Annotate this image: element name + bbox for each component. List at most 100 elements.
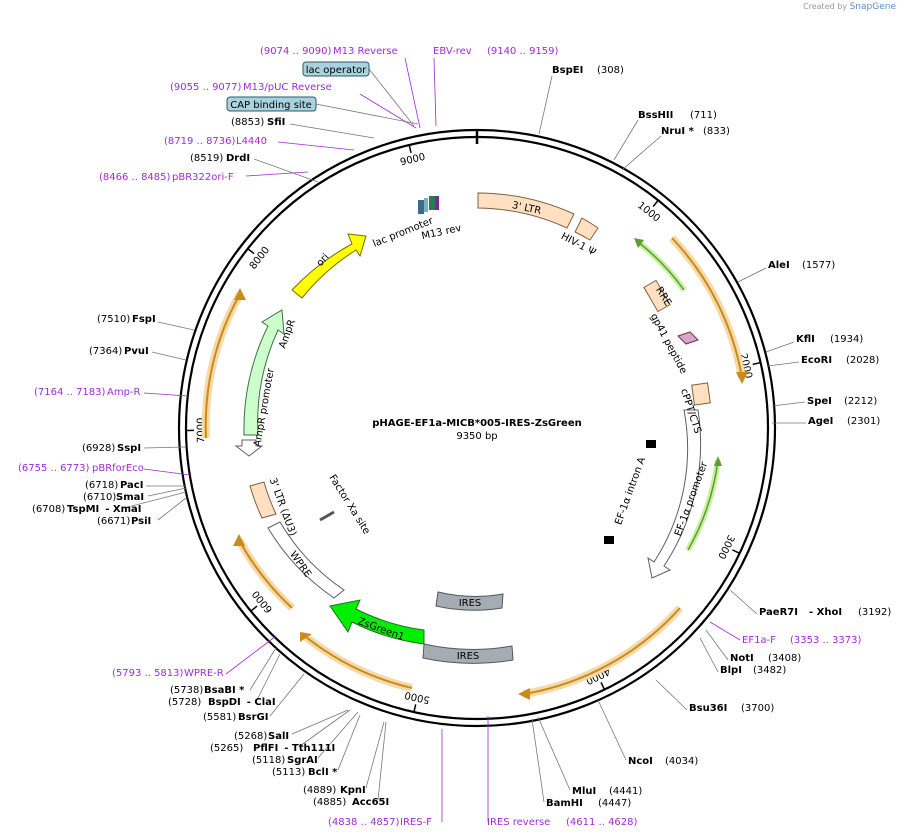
leader-line: [225, 635, 277, 675]
enzyme-position: (2212): [844, 396, 877, 407]
enzyme-site: PaeR7I: [759, 607, 798, 618]
enzyme-position: (711): [690, 110, 717, 121]
leader-line: [123, 491, 187, 509]
tick-mark: [652, 199, 659, 207]
enzyme-site: KpnI: [340, 785, 366, 796]
boxed-features: [226, 61, 370, 112]
primer-range: (9140 .. 9159): [487, 46, 559, 57]
enzyme-site: Acc65I: [352, 797, 389, 808]
enzyme-position: (6718): [85, 480, 118, 491]
enzyme-site: BspDI: [208, 697, 241, 708]
leader-line: [613, 119, 639, 161]
primer-label: IRES-F: [400, 817, 432, 828]
leader-line: [368, 68, 415, 127]
enzyme-position: (3700): [741, 703, 774, 714]
enzyme-position: (4447): [598, 798, 631, 809]
primer-label: IRES reverse: [487, 817, 550, 828]
enzyme-position: (3408): [768, 653, 801, 664]
enzyme-position: (3482): [753, 665, 786, 676]
leader-line: [537, 716, 571, 791]
tick-mark: [600, 682, 606, 690]
primer-range: (3353 .. 3373): [790, 635, 862, 646]
leader-line: [157, 497, 187, 521]
tick-mark: [732, 549, 740, 554]
enzyme-site: NotI: [730, 653, 754, 664]
enzyme-position: (4889): [303, 785, 336, 796]
enzyme-site: SpeI: [807, 396, 832, 407]
primer-range: (9074 .. 9090): [260, 46, 332, 57]
leader-line: [705, 629, 729, 661]
leader-line: [709, 621, 741, 641]
enzyme-site: Bsu36I: [689, 703, 727, 714]
leader-line: [771, 401, 806, 407]
leader-line: [699, 637, 719, 673]
enzyme-position: (5268): [234, 731, 267, 742]
orf-arcs: [201, 235, 748, 700]
feature-ires-label: IRES: [459, 598, 482, 609]
primer-label: Amp-R: [107, 387, 141, 398]
enzyme-position: (2301): [847, 416, 880, 427]
primer-range: (4838 .. 4857): [328, 817, 400, 828]
enzyme-position: (7510): [97, 314, 130, 325]
text-layer: pHAGE-EF1a-MICB*005-IRES-ZsGreen 9350 bp B…: [18, 46, 891, 828]
enzyme-site: BlpI: [720, 665, 742, 676]
credit-prefix: Created by: [803, 2, 848, 11]
label-leaders: [123, 57, 806, 822]
leader-line: [315, 103, 419, 125]
enzyme-site: PsiI: [131, 516, 151, 527]
feature-factor-xa-label: Factor Xa site: [326, 473, 371, 537]
enzyme-position: (5728): [168, 697, 201, 708]
enzyme-site: AleI: [768, 260, 790, 271]
enzyme-position: (4885): [313, 797, 346, 808]
leader-line: [299, 709, 351, 747]
leader-line: [433, 57, 437, 127]
tick-mark: [250, 605, 258, 612]
enzyme-position: (4441): [609, 786, 642, 797]
lac-operator-label: lac operator: [306, 65, 367, 76]
leader-line: [404, 57, 421, 129]
leader-line: [253, 158, 319, 183]
feature-arrows: [234, 192, 711, 664]
tick-mark: [752, 361, 761, 366]
enzyme-site: BsrGI: [238, 712, 268, 723]
enzyme-position: (833): [703, 126, 730, 137]
enzyme-site: BspEI: [552, 65, 583, 76]
plasmid-name: pHAGE-EF1a-MICB*005-IRES-ZsGreen: [372, 418, 582, 429]
primer-range: (8719 .. 8736): [164, 136, 236, 147]
leader-line: [143, 446, 187, 449]
leader-line: [147, 487, 187, 497]
tick-label: 7000: [196, 418, 207, 444]
primer-range: (6755 .. 6773): [18, 463, 90, 474]
enzyme-position: (5118): [252, 755, 285, 766]
primer-label: WPRE-R: [184, 668, 224, 679]
cap-binding-site-label: CAP binding site: [230, 100, 312, 111]
enzyme-site: PvuI: [124, 346, 149, 357]
enzyme-position: (5113): [272, 767, 305, 778]
leader-line: [531, 718, 545, 803]
credit-brand: SnapGene: [849, 2, 896, 12]
plasmid-length: 9350 bp: [456, 431, 497, 442]
leader-line: [765, 341, 795, 353]
tick-label: 8000: [248, 245, 272, 272]
enzyme-site: NruI *: [661, 126, 695, 137]
tick-mark: [408, 144, 412, 153]
leader-line: [143, 392, 189, 397]
leader-line: [597, 699, 627, 761]
enzyme-site: PflFI: [253, 743, 278, 754]
leader-line: [317, 711, 359, 759]
enzyme-site-alt: - XmaI: [105, 504, 141, 515]
enzyme-site: BamHI: [546, 798, 583, 809]
primer-label: EF1a-F: [742, 635, 776, 646]
enzyme-site: SgrAI: [287, 755, 318, 766]
tick-label: 9000: [399, 152, 426, 169]
enzyme-site-alt: - ClaI: [247, 697, 276, 708]
feature-gp41-label: gp41 peptide: [648, 312, 689, 376]
leader-line: [729, 589, 758, 615]
leader-line: [359, 93, 417, 129]
primer-range: (8466 .. 8485): [99, 172, 171, 183]
primer-label: pBR322ori-F: [172, 172, 234, 183]
primer-range: (4611 .. 4628): [566, 817, 638, 828]
enzyme-position: (5738): [170, 685, 203, 696]
tick-mark: [247, 248, 255, 255]
